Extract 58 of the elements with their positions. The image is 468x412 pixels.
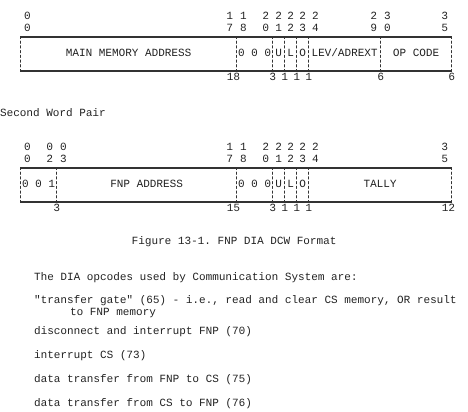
- bit-number: 17: [226, 142, 233, 166]
- field-width: 1: [281, 72, 288, 84]
- field-width: 1: [293, 203, 300, 215]
- field-width: 6: [448, 72, 455, 84]
- field-width: 15: [226, 203, 240, 215]
- field-width: 3: [53, 203, 60, 215]
- field-width: 12: [442, 203, 455, 215]
- field-name: O: [299, 48, 306, 60]
- bit-number: 20: [262, 11, 269, 35]
- body-text: data transfer from FNP to CS (75): [34, 374, 253, 386]
- figure-caption: Figure 13-1. FNP DIA DCW Format: [130, 236, 338, 248]
- body-text: interrupt CS (73): [34, 350, 148, 362]
- bit-number: 23: [299, 142, 306, 166]
- body-text: data transfer from CS to FNP (76): [34, 398, 253, 410]
- bit-number: 17: [226, 11, 233, 35]
- field-name: L: [287, 179, 294, 191]
- field-width: 6: [377, 72, 384, 84]
- bit-number: 30: [384, 11, 391, 35]
- field-name: O: [299, 179, 306, 191]
- body-text: disconnect and interrupt FNP (70): [34, 326, 253, 338]
- field-width: 1: [305, 203, 312, 215]
- body-text: The DIA opcodes used by Communication System are:: [34, 272, 358, 284]
- bit-number: 21: [275, 142, 282, 166]
- body-text: "transfer gate" (65) - i.e., read and clear CS memory, OR result to FNP memory: [34, 295, 458, 319]
- field-width: 1: [293, 72, 300, 84]
- field-width: 18: [226, 72, 240, 84]
- field-name: 0 0 0: [238, 179, 271, 191]
- bit-number: 18: [240, 142, 247, 166]
- bit-number: 22: [287, 11, 294, 35]
- bit-number: 35: [441, 11, 448, 35]
- bit-number: 22: [287, 142, 294, 166]
- field-name: 0 0 0: [238, 48, 271, 60]
- field-name: TALLY: [363, 179, 396, 191]
- field-name: FNP ADDRESS: [110, 179, 183, 191]
- field-width: 3: [269, 203, 276, 215]
- field-name: U: [275, 48, 282, 60]
- bit-number: 20: [262, 142, 269, 166]
- field-name: MAIN MEMORY ADDRESS: [66, 48, 192, 60]
- bit-number: 00: [24, 142, 31, 166]
- bit-number: 03: [60, 142, 67, 166]
- bit-number: 24: [312, 142, 319, 166]
- field-name: OP CODE: [392, 48, 440, 60]
- field-width: 1: [281, 203, 288, 215]
- bit-number: 18: [240, 11, 247, 35]
- bit-number: 24: [312, 11, 319, 35]
- bit-number: 29: [370, 11, 377, 35]
- field-name: 0 0 1: [22, 179, 55, 191]
- field-name: LEV/ADREXT: [311, 48, 378, 60]
- bit-number: 02: [46, 142, 53, 166]
- bit-number: 35: [441, 142, 448, 166]
- field-width: 3: [269, 72, 276, 84]
- field-width: 1: [305, 72, 312, 84]
- field-name: U: [275, 179, 282, 191]
- section-heading: Second Word Pair: [0, 108, 107, 120]
- bit-number: 23: [299, 11, 306, 35]
- bit-number: 00: [24, 11, 31, 35]
- field-name: L: [287, 48, 294, 60]
- bit-number: 21: [275, 11, 282, 35]
